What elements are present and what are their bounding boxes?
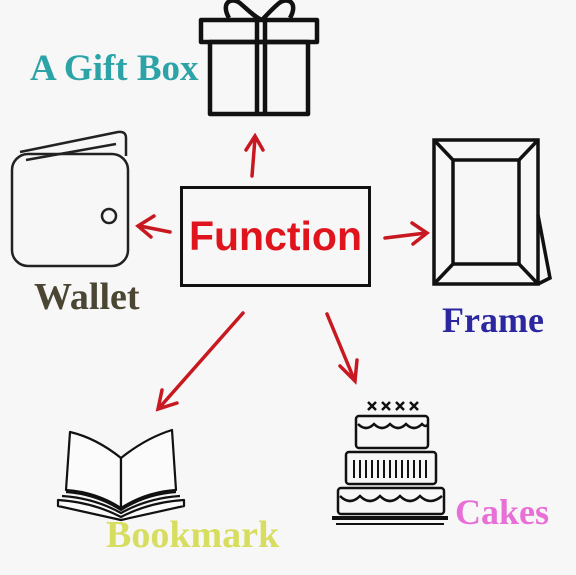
arrow-to-gift [244,132,265,178]
function-label: Function [188,213,363,259]
bookmark-label: Bookmark [106,514,280,556]
gift-box-label: A Gift Box [30,48,199,89]
arrow-to-cakes [325,312,359,385]
arrow-to-wallet [135,214,172,239]
function-box: Function [180,186,371,287]
arrow-to-bookmark [155,311,245,412]
wallet-label: Wallet [34,276,140,318]
wallet-icon [10,130,130,268]
arrow-to-frame [383,221,430,246]
frame-label: Frame [442,300,544,340]
open-book-icon [56,428,186,522]
cakes-label: Cakes [455,492,550,532]
picture-frame-icon [432,138,552,286]
tiered-cake-icon [332,401,448,525]
gift-box-icon [198,0,320,117]
arrows [135,132,430,412]
